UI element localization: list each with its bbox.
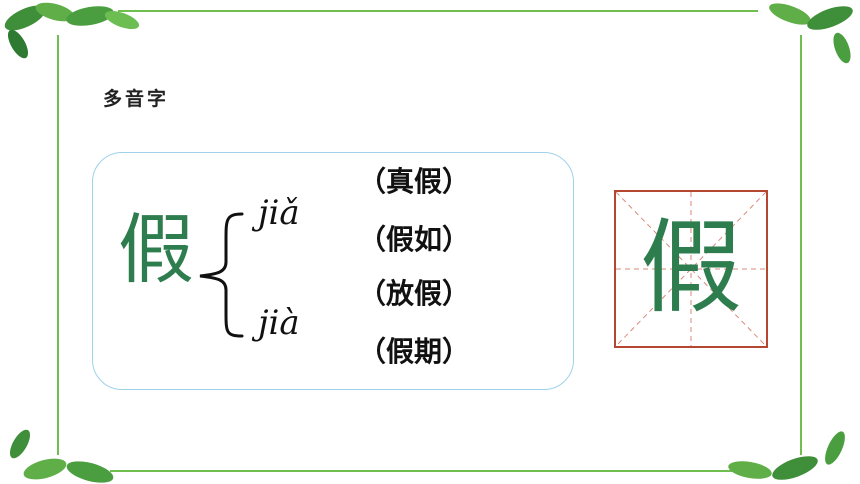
frame-top-line (118, 10, 758, 12)
leaf-cluster-icon (728, 431, 845, 480)
example-word: （假期） (358, 335, 471, 368)
leaf-cluster-icon (4, 2, 140, 59)
main-character: 假 (118, 205, 194, 294)
example-word: （真假） (358, 165, 471, 198)
frame-right-line (800, 35, 802, 455)
example-word: （假如） (358, 223, 471, 256)
page-title: 多音字 (103, 88, 170, 110)
leaf-cluster-icon (9, 429, 114, 483)
example-word: （放假） (358, 277, 471, 310)
reading-pinyin: jiǎ (258, 193, 300, 233)
leaf-cluster-icon (769, 3, 853, 64)
grid-character: 假 (640, 209, 742, 328)
brace-icon (199, 212, 244, 338)
grid-guides (616, 192, 766, 346)
writing-grid: 假 (614, 190, 768, 348)
readings-card (92, 152, 574, 390)
reading-pinyin: jià (258, 303, 300, 343)
frame-bottom-line (110, 470, 770, 472)
frame-left-line (57, 35, 59, 455)
